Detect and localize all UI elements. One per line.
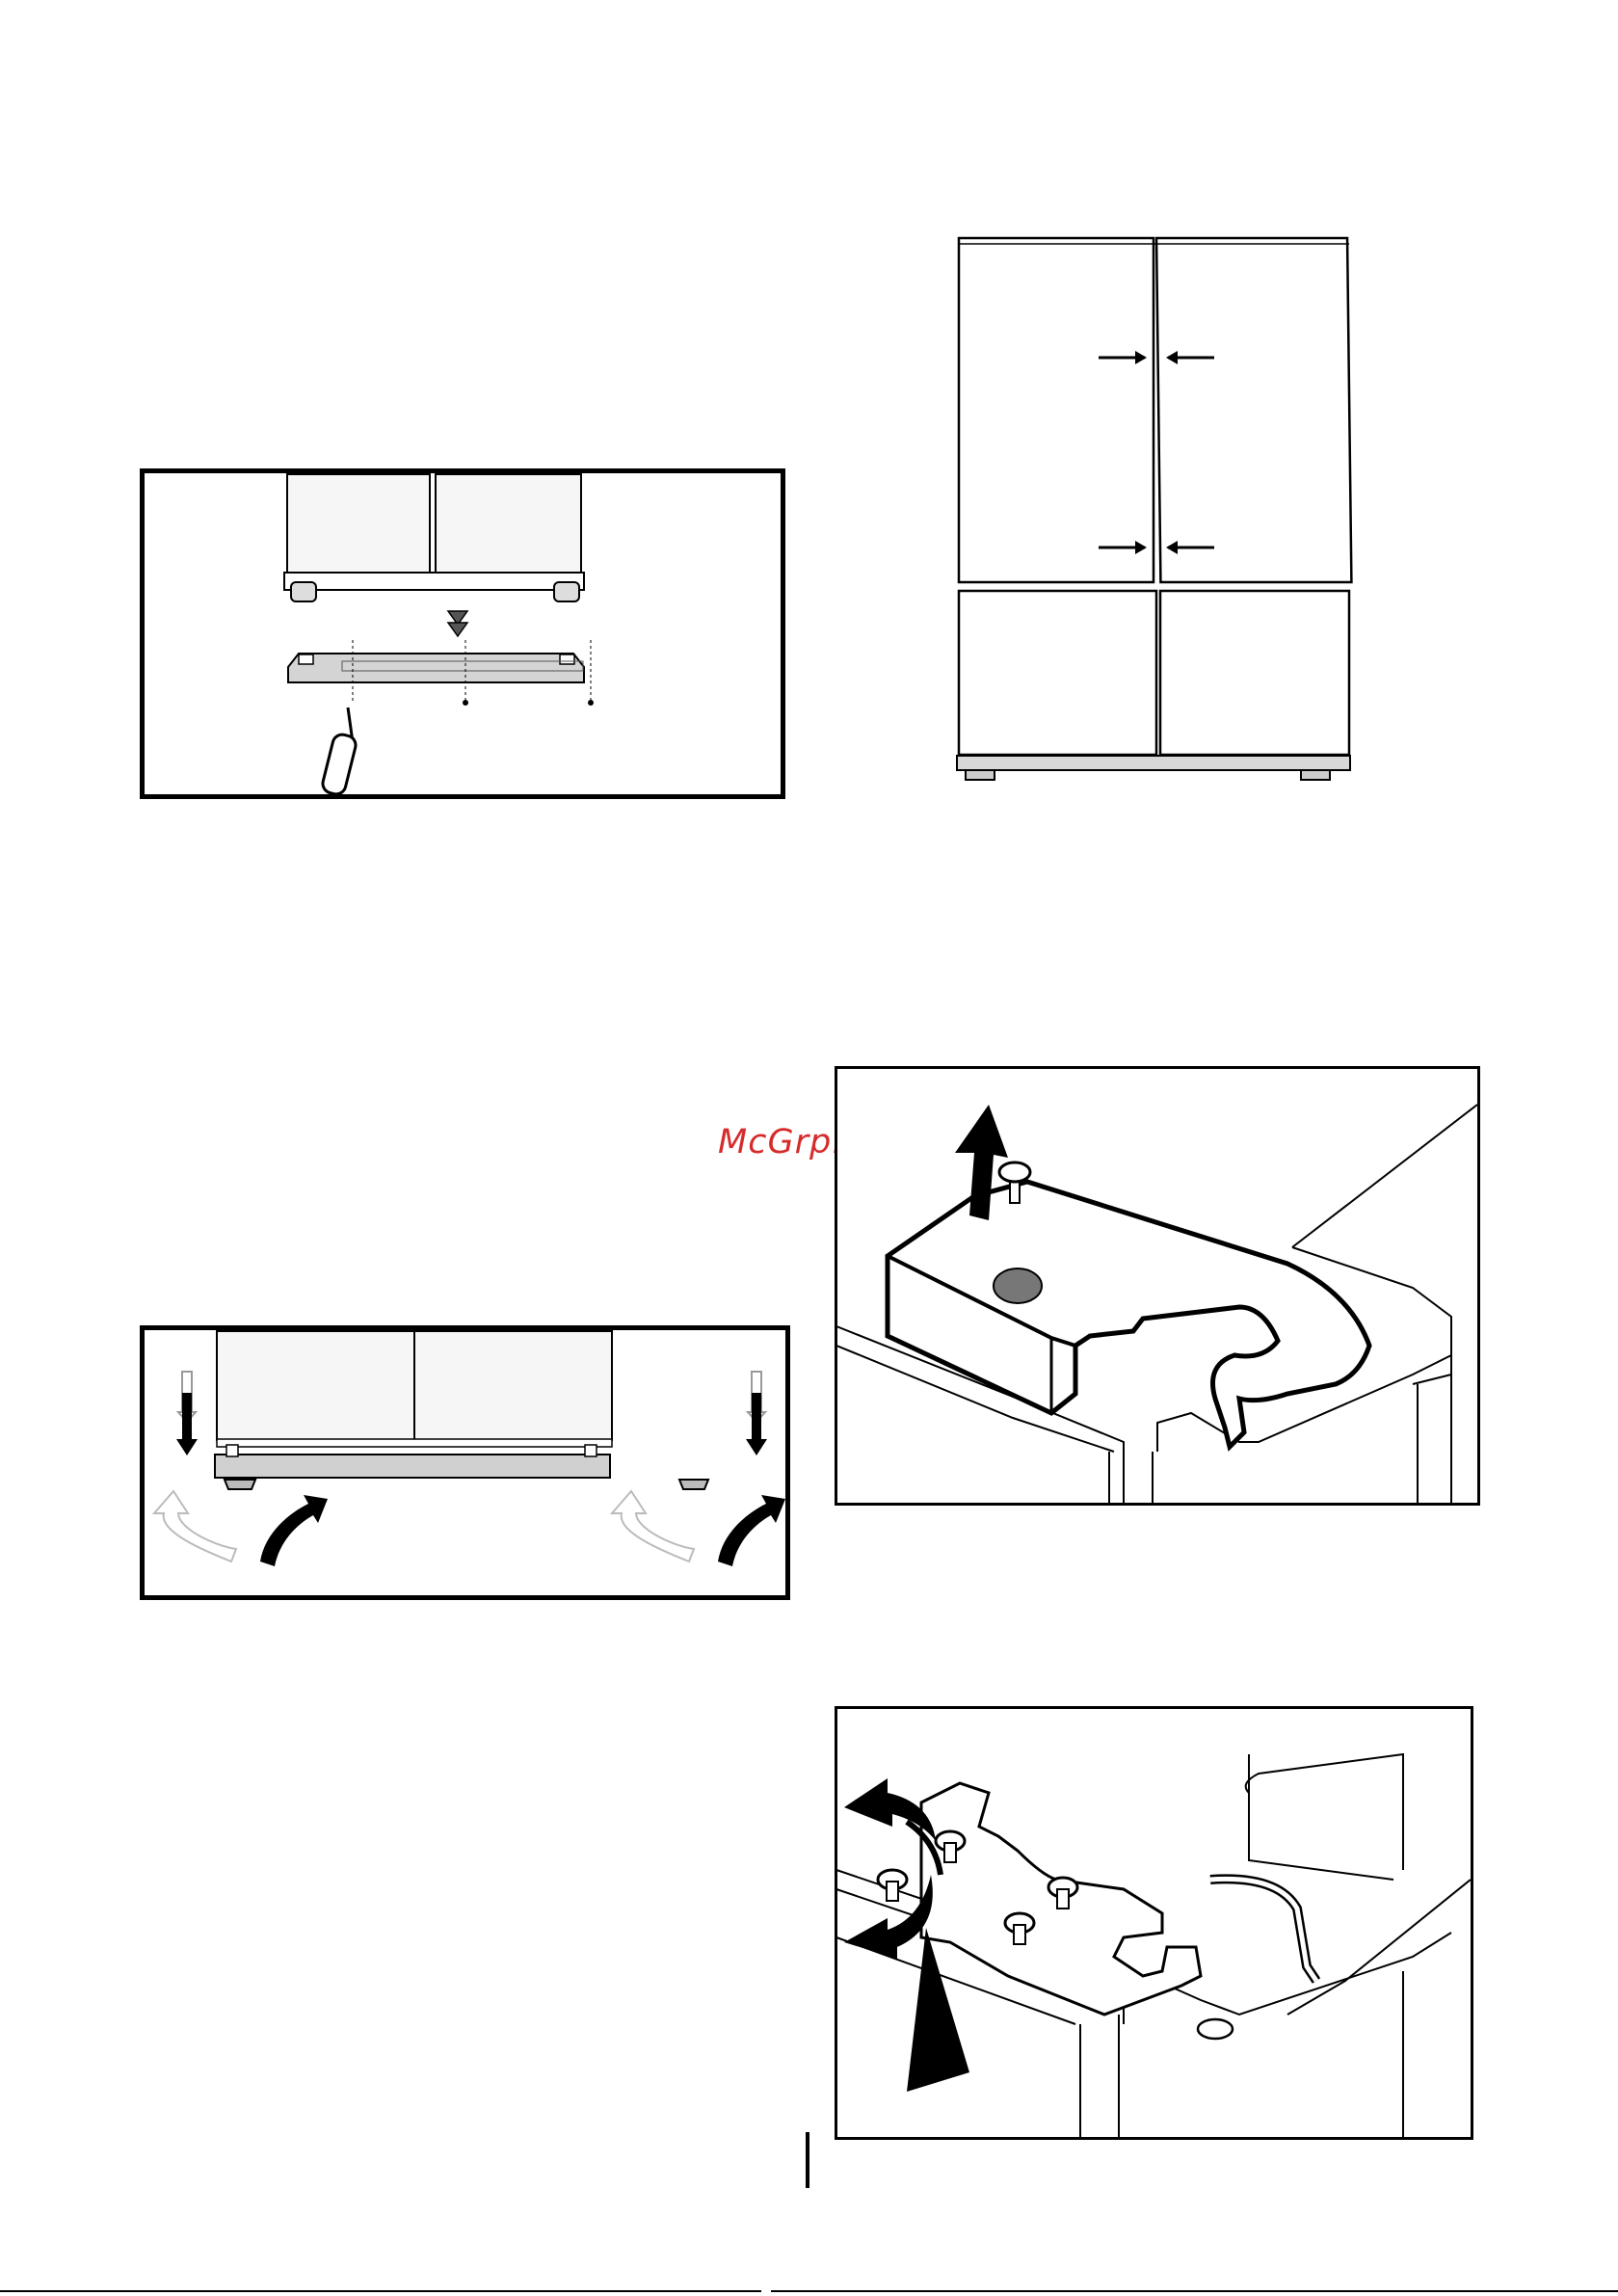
figure-hinge-cover [835, 1066, 1480, 1506]
footer-rule-right [771, 2290, 1618, 2292]
footer-rule [0, 2290, 761, 2292]
figure-door-gap-alignment [954, 234, 1359, 793]
figure-leveling-feet [140, 1325, 790, 1600]
figure-plinth-removal [140, 468, 785, 799]
page-number-marker [806, 2132, 809, 2188]
figure-hinge-screws [835, 1706, 1473, 2140]
